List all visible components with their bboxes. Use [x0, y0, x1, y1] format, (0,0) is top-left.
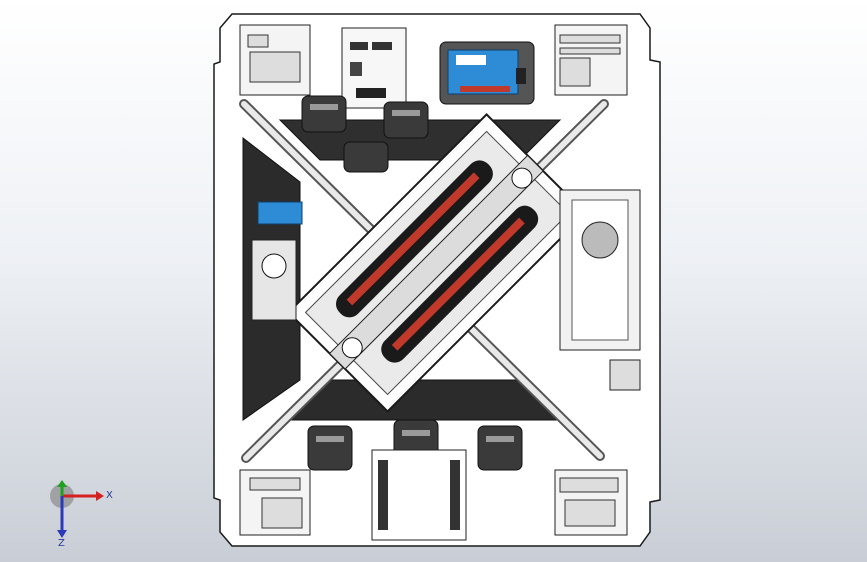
roller-bottom-1	[307, 425, 353, 471]
z-axis-label: Z	[58, 538, 65, 548]
roller-top-2	[383, 101, 429, 139]
robot-assembly	[213, 13, 661, 547]
gear-housing-left	[251, 239, 297, 321]
roller-top-3	[343, 141, 389, 173]
orientation-triad: X Z	[50, 480, 113, 548]
connector-block	[257, 201, 303, 225]
bottom-dark-plate	[288, 379, 562, 421]
x-axis-label: X	[106, 490, 113, 501]
roller-bottom-3	[477, 425, 523, 471]
roller-top-1	[301, 95, 347, 133]
